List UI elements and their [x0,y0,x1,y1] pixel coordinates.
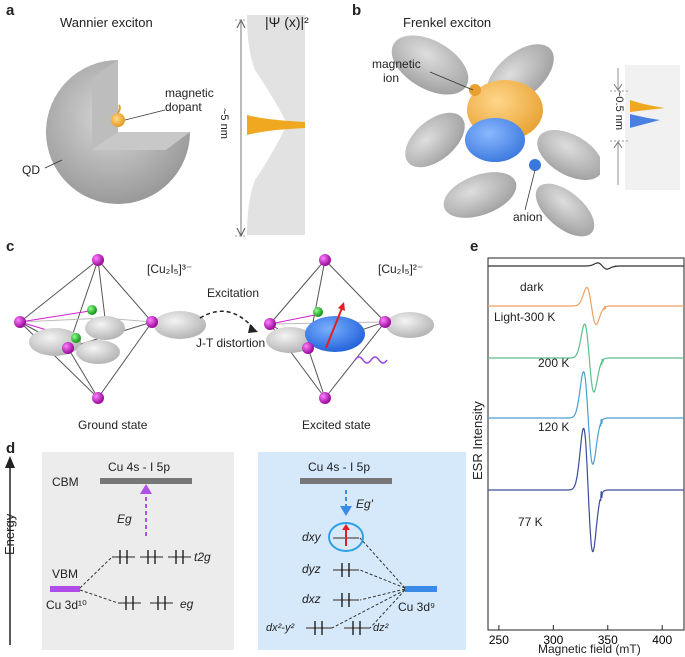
wannier-size-label: ~5 nm [218,108,230,139]
right-cbm-level: Cu 4s - I 5p [308,460,371,474]
right-eg-gap: Eg' [356,497,373,511]
esr-series-2 [488,323,684,393]
right-cu: Cu 3d⁹ [398,600,436,614]
jt-distortion-label: J-T distortion [196,336,266,350]
ground-state-label: Ground state [78,418,148,432]
left-cbm-level: Cu 4s - I 5p [108,460,171,474]
photon-wave [354,356,388,364]
esr-series-4 [488,427,684,553]
panel-a-label: a [6,2,15,19]
left-panel-bg [42,452,234,650]
esr-series-0 [488,262,684,270]
frenkel-title: Frenkel exciton [403,15,492,30]
panel-d-label: d [6,440,16,457]
series-label-200k: 200 K [538,356,570,370]
anion-orbital [465,118,525,162]
excitation-arrow [199,310,256,331]
series-label-120k: 120 K [538,420,570,434]
esr-series-3 [488,371,684,465]
excited-orbital [305,316,365,352]
qd-label: QD [22,163,40,177]
formula-ground: [Cu₂I₅]³⁻ [147,262,193,276]
right-panel-bg [258,452,466,650]
ion-label-1: magnetic [372,57,421,71]
x-tick-label-300: 300 [543,633,563,647]
esr-series-1 [488,286,684,326]
dopant-label-2: dopant [165,100,202,114]
left-vbm: VBM [52,567,79,581]
esr-ylabel: ESR Intensity [470,401,485,480]
formula-excited: [Cu₂I₅]²⁻ [378,262,424,276]
dxy-highlight [328,522,364,552]
series-label-77k: 77 K [518,515,543,529]
anion-label: anion [513,210,543,224]
energy-diagrams [5,452,466,650]
x-tick-label-350: 350 [598,633,618,647]
psi-label: |Ψ (x)|² [265,14,309,30]
frenkel-wavefunction [610,65,680,190]
series-label-dark: dark [520,280,544,294]
wannier-title: Wannier exciton [60,15,153,30]
energy-axis-label: Energy [2,513,17,555]
x-tick-label-400: 400 [652,633,672,647]
ion-label-2: ion [383,71,400,85]
excited-state-label: Excited state [302,418,371,432]
esr-chart: 250 300 350 400 [487,257,685,647]
left-cu: Cu 3d¹⁰ [46,598,87,612]
excited-state-structure [264,254,434,404]
ground-state-structure [14,254,206,404]
esr-xlabel: Magnetic field (mT) [538,642,641,656]
dopant-sphere [111,113,125,127]
frenkel-illustration [391,35,600,237]
cu2i5-structures [14,254,434,404]
right-dyz: dyz [302,562,321,576]
panel-c-label: c [6,238,15,255]
series-label-300k: Light-300 K [494,310,556,324]
esr-plot-frame [487,257,685,631]
left-eg: eg [180,597,194,611]
left-eg-gap: Eg [117,512,132,526]
frenkel-size-label: ~0.5 nm [613,90,625,131]
dopant-label-1: magnetic [165,86,214,100]
panel-b-label: b [352,2,362,19]
right-dx2y2: dx²-y² [266,622,295,634]
excitation-label: Excitation [207,286,260,300]
right-dxy: dxy [302,530,321,544]
x-tick-label-250: 250 [489,633,509,647]
left-cbm: CBM [52,475,79,489]
panel-e-label: e [470,238,479,255]
wannier-illustration [44,60,190,204]
right-dz2: dz² [373,622,389,634]
left-t2g: t2g [194,550,211,564]
wannier-wavefunction [235,15,305,238]
right-dxz: dxz [302,592,321,606]
